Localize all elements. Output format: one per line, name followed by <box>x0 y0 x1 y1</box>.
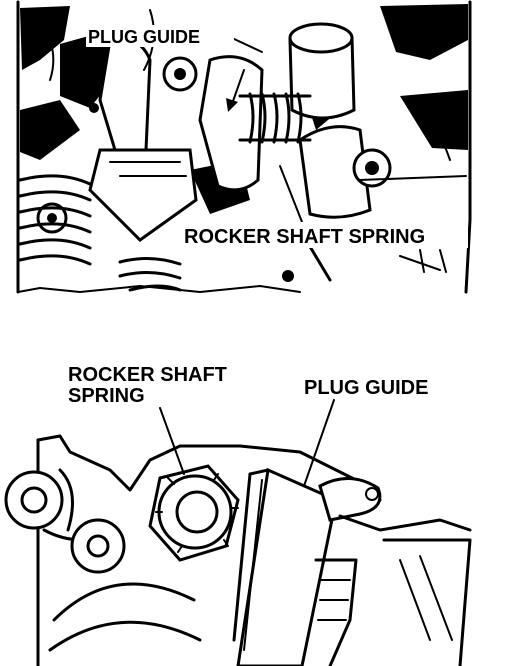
bottom-label-rocker-shaft-spring-line2: SPRING <box>68 385 145 407</box>
top-label-plug-guide: PLUG GUIDE <box>88 27 200 47</box>
top-illustration <box>16 0 472 294</box>
bottom-label-plug-guide: PLUG GUIDE <box>304 377 428 399</box>
bottom-label-rocker-shaft-spring-line1: ROCKER SHAFT <box>68 364 227 386</box>
top-label-rocker-shaft-spring: ROCKER SHAFT SPRING <box>184 226 425 248</box>
bottom-illustration <box>4 399 472 666</box>
